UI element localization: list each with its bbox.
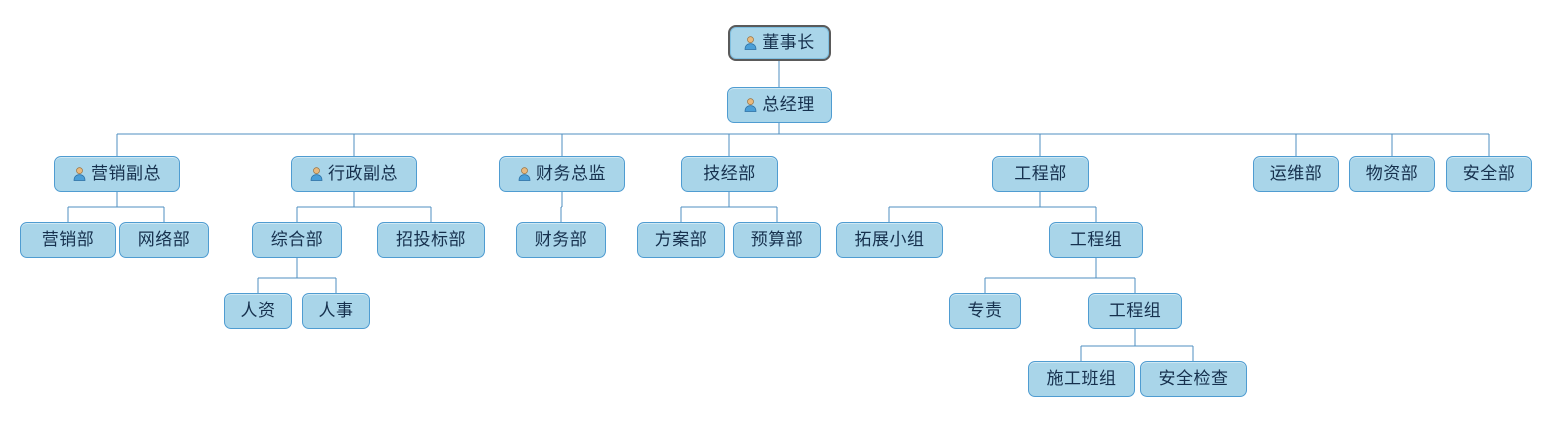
org-node-label: 人资 <box>240 300 276 321</box>
org-node-hr-resources[interactable]: 人资 <box>224 293 292 329</box>
org-node-operations-maintenance-dept[interactable]: 运维部 <box>1253 156 1339 192</box>
org-node-personnel[interactable]: 人事 <box>302 293 370 329</box>
org-node-label: 财务部 <box>534 229 588 250</box>
org-node-safety-dept[interactable]: 安全部 <box>1446 156 1532 192</box>
org-node-label: 营销部 <box>41 229 95 250</box>
org-node-bidding-dept[interactable]: 招投标部 <box>377 222 485 258</box>
org-node-finance-director[interactable]: 财务总监 <box>499 156 625 192</box>
org-node-engineering-team-l5[interactable]: 工程组 <box>1088 293 1182 329</box>
org-node-marketing-vp[interactable]: 营销副总 <box>54 156 180 192</box>
org-node-label: 行政副总 <box>328 163 398 184</box>
org-node-label: 总经理 <box>762 94 815 115</box>
org-node-label: 安全部 <box>1462 163 1516 184</box>
org-node-scheme-dept[interactable]: 方案部 <box>637 222 725 258</box>
org-node-general-manager[interactable]: 总经理 <box>727 87 832 123</box>
org-node-label: 专责 <box>967 300 1003 321</box>
org-node-expansion-team[interactable]: 拓展小组 <box>836 222 943 258</box>
person-icon <box>310 167 323 181</box>
org-node-label: 营销副总 <box>91 163 161 184</box>
org-node-label: 网络部 <box>137 229 191 250</box>
org-node-label: 人事 <box>318 300 354 321</box>
org-node-label: 招投标部 <box>396 229 466 250</box>
org-node-admin-vp[interactable]: 行政副总 <box>291 156 417 192</box>
org-node-label: 技经部 <box>703 163 756 184</box>
org-node-finance-dept[interactable]: 财务部 <box>516 222 606 258</box>
org-node-label: 物资部 <box>1365 163 1419 184</box>
org-node-label: 工程部 <box>1014 163 1067 184</box>
org-node-technical-economy-dept[interactable]: 技经部 <box>681 156 778 192</box>
org-node-safety-inspection[interactable]: 安全检查 <box>1140 361 1247 397</box>
org-node-label: 董事长 <box>762 32 815 53</box>
org-node-label: 综合部 <box>270 229 324 250</box>
person-icon <box>744 98 757 112</box>
org-node-label: 方案部 <box>654 229 708 250</box>
org-node-label: 安全检查 <box>1158 368 1229 389</box>
org-node-specialist[interactable]: 专责 <box>949 293 1021 329</box>
org-node-label: 拓展小组 <box>854 229 925 250</box>
org-node-label: 施工班组 <box>1046 368 1117 389</box>
org-node-label: 工程组 <box>1069 229 1123 250</box>
org-node-chairman[interactable]: 董事长 <box>728 25 831 61</box>
org-node-engineering-team-l4[interactable]: 工程组 <box>1049 222 1143 258</box>
org-node-marketing-dept[interactable]: 营销部 <box>20 222 116 258</box>
org-node-label: 工程组 <box>1108 300 1162 321</box>
org-node-label: 预算部 <box>750 229 804 250</box>
org-node-construction-crew[interactable]: 施工班组 <box>1028 361 1135 397</box>
org-node-label: 财务总监 <box>536 163 606 184</box>
org-node-engineering-dept[interactable]: 工程部 <box>992 156 1089 192</box>
person-icon <box>518 167 531 181</box>
person-icon <box>744 36 757 50</box>
org-node-network-dept[interactable]: 网络部 <box>119 222 209 258</box>
org-node-budget-dept[interactable]: 预算部 <box>733 222 821 258</box>
org-node-materials-dept[interactable]: 物资部 <box>1349 156 1435 192</box>
org-node-label: 运维部 <box>1269 163 1323 184</box>
person-icon <box>73 167 86 181</box>
org-node-general-affairs-dept[interactable]: 综合部 <box>252 222 342 258</box>
